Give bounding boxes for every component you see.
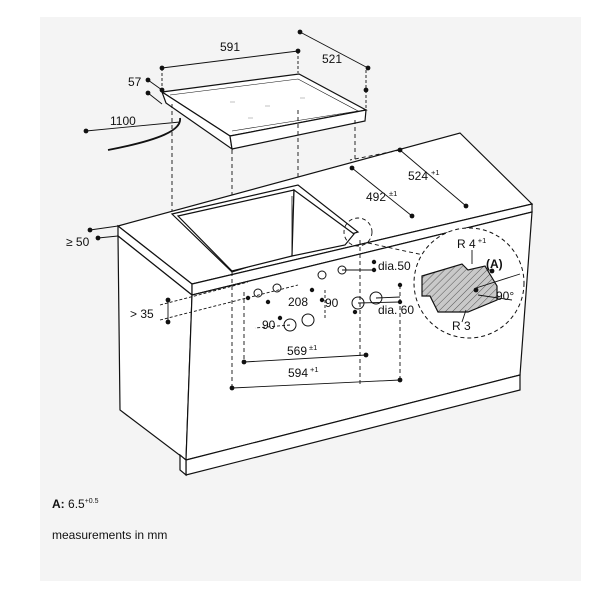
label-90-left: 90 bbox=[262, 318, 276, 332]
label-57: 57 bbox=[128, 75, 142, 89]
label-r3: R 3 bbox=[452, 319, 471, 333]
label-dia-60: dia. 60 bbox=[378, 303, 414, 317]
detail-marker-circle bbox=[343, 217, 373, 247]
note-a: A: 6.5+0.5 bbox=[52, 497, 99, 511]
label-1100: 1100 bbox=[110, 114, 136, 128]
label-492: 492±1 bbox=[366, 189, 397, 204]
label-ge-50: ≥ 50 bbox=[66, 235, 90, 249]
label-208: 208 bbox=[288, 295, 308, 309]
label-569: 569±1 bbox=[287, 343, 317, 358]
label-detail-a: (A) bbox=[486, 257, 503, 271]
cooktop bbox=[107, 73, 368, 151]
label-90-deg: 90° bbox=[496, 289, 514, 303]
label-dia-50: dia.50 bbox=[378, 259, 411, 273]
label-90-right: 90 bbox=[325, 296, 339, 310]
dimension-labels: 591 521 57 1100 524+1 492±1 ≥ 50 > 35 20… bbox=[66, 40, 514, 380]
note-a-value: 6.5 bbox=[68, 497, 85, 511]
label-r4: R 4+1 bbox=[457, 236, 486, 251]
worktop-cutout bbox=[170, 184, 360, 273]
label-gt-35: > 35 bbox=[130, 307, 154, 321]
detail-a bbox=[413, 227, 525, 339]
label-594: 594+1 bbox=[288, 365, 319, 380]
note-a-label: A: bbox=[52, 497, 65, 511]
note-a-tolerance: +0.5 bbox=[84, 498, 99, 505]
dimension-dots bbox=[83, 29, 469, 391]
note-units: measurements in mm bbox=[52, 528, 168, 542]
cooktop-marks bbox=[230, 97, 305, 119]
label-521: 521 bbox=[322, 52, 342, 66]
label-524: 524+1 bbox=[408, 168, 440, 183]
dimension-lines-worktop bbox=[89, 149, 467, 390]
label-591: 591 bbox=[220, 40, 240, 54]
